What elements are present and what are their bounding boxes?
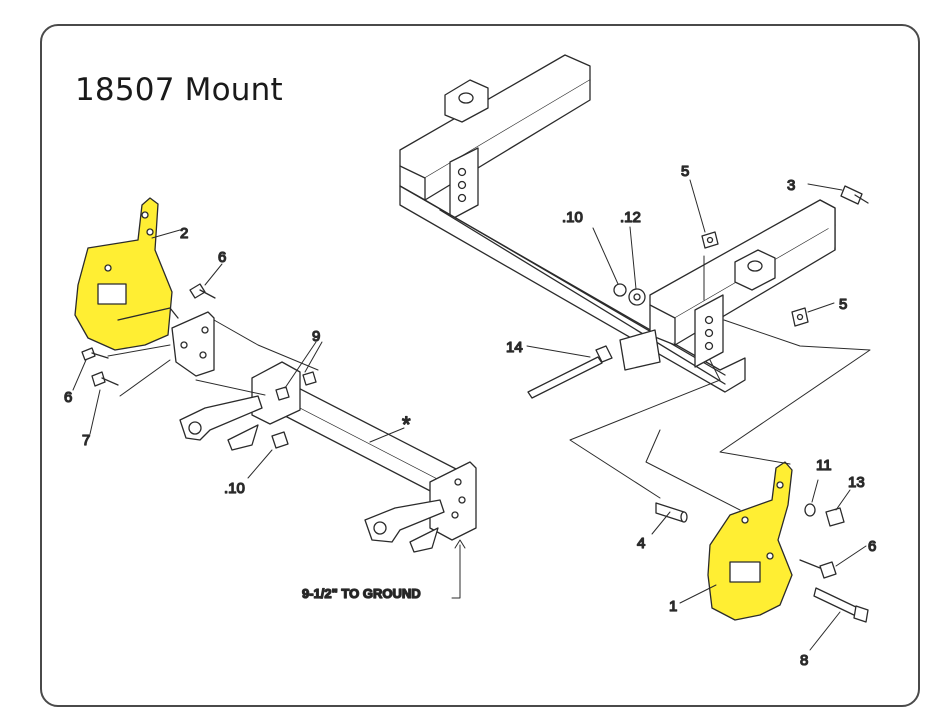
crossbar-hardware: [81, 283, 317, 449]
leader-lines: [72, 179, 871, 651]
callout-6-right: 6: [868, 538, 876, 555]
diagram-title: 18507 Mount: [75, 72, 283, 108]
side-plate: [171, 311, 215, 377]
crossbar-assembly: [179, 361, 477, 553]
callout-10-left: .10: [224, 480, 245, 497]
bracket-part-1: [707, 461, 793, 621]
callout-10-right: .10: [562, 209, 583, 226]
frame-hardware: [527, 185, 869, 399]
callout-5-right: 5: [839, 296, 847, 313]
bracket-part-2-body: [74, 197, 173, 351]
bracket-part-1-body: [707, 461, 793, 621]
vehicle-frame: [399, 54, 836, 393]
callout-4: 4: [637, 535, 645, 552]
callout-13: 13: [848, 474, 865, 491]
callout-6-left: 6: [64, 389, 72, 406]
callout-9: 9: [312, 328, 320, 345]
callout-6-top: 6: [218, 249, 226, 266]
bracket-part-2: [74, 197, 179, 351]
callout-7: 7: [82, 432, 90, 449]
callout-14: 14: [506, 339, 523, 356]
callout-11: 11: [816, 457, 832, 474]
callout-1: 1: [669, 598, 677, 615]
ground-clearance-note: 9-1/2" TO GROUND: [302, 586, 421, 601]
callout-5-top: 5: [681, 163, 689, 180]
callout-2: 2: [180, 225, 188, 242]
callout-12: .12: [620, 209, 641, 226]
callout-3: 3: [787, 177, 795, 194]
callout-star: *: [402, 412, 411, 437]
callout-8: 8: [800, 652, 808, 669]
